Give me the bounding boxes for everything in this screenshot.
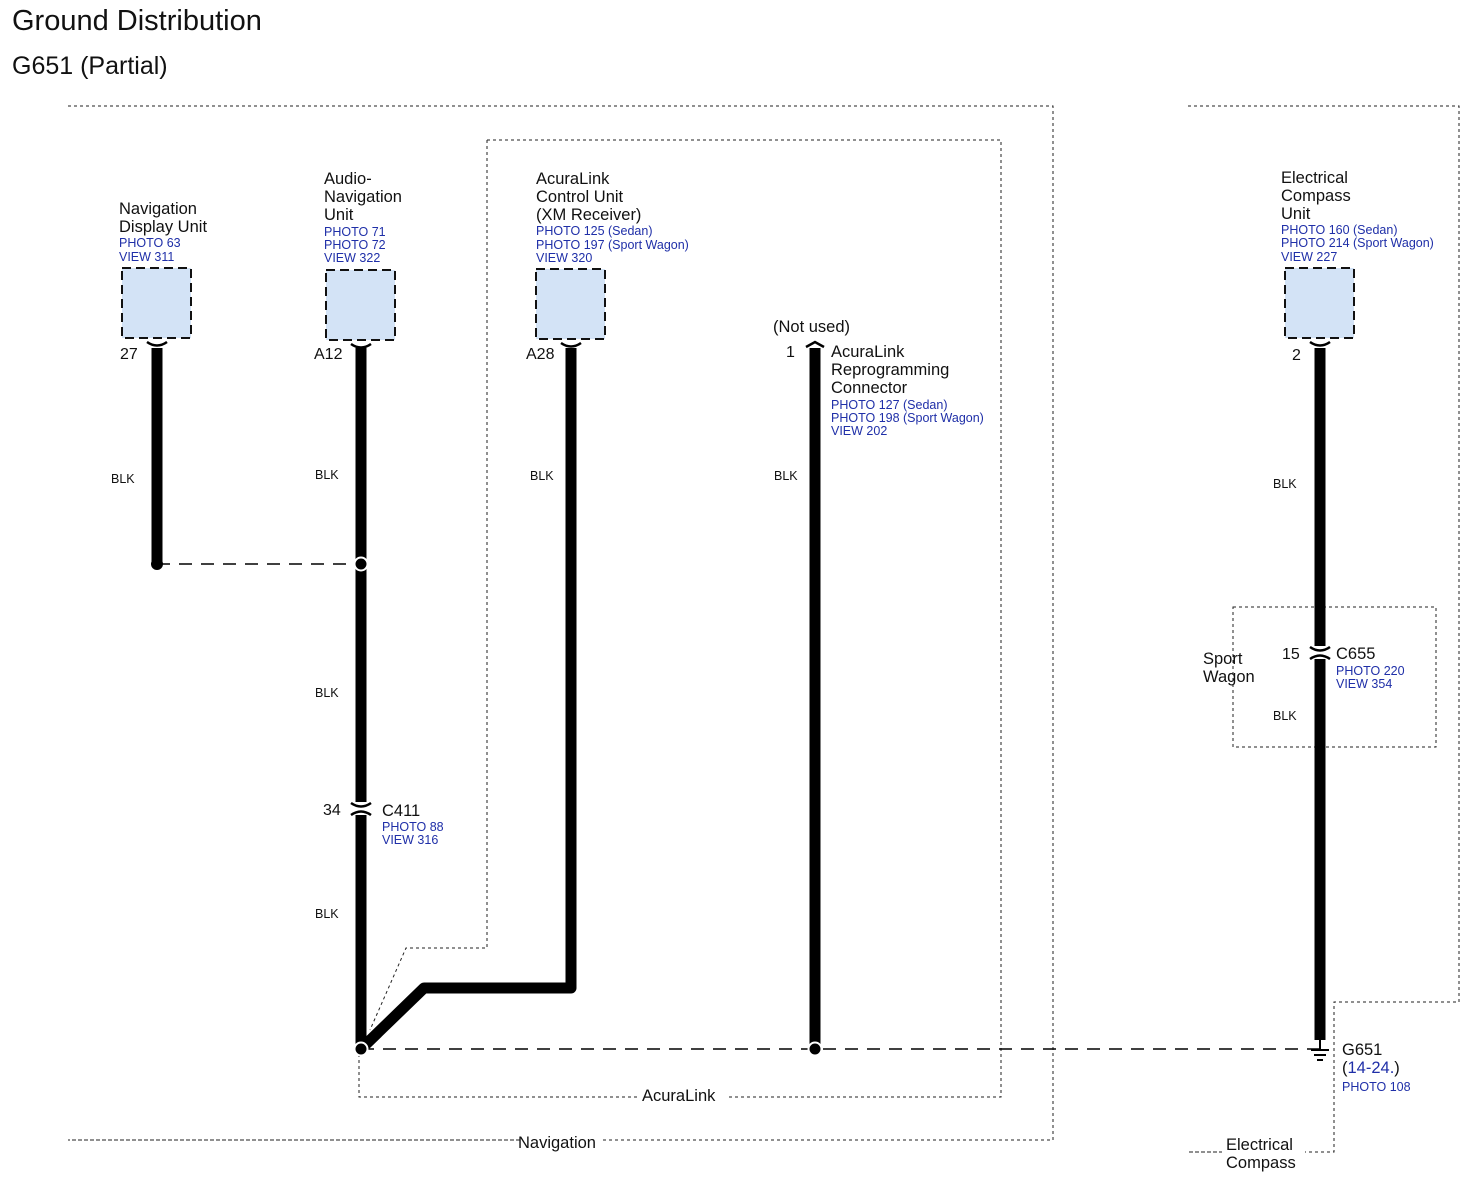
connector-pin: 34	[323, 802, 341, 819]
photo-ref-link[interactable]: PHOTO 197 (Sport Wagon)	[536, 238, 689, 252]
connector-c655: 15 C655 PHOTO 220 VIEW 354	[1282, 645, 1405, 691]
acuralink-area-boundary: AcuraLink	[358, 139, 1002, 1105]
page-reference-link[interactable]: 14-24.	[1348, 1059, 1395, 1077]
photo-ref-link[interactable]: PHOTO 72	[324, 238, 386, 252]
connector-box	[121, 267, 192, 339]
page-subtitle: G651 (Partial)	[12, 52, 168, 80]
terminal-icon	[560, 341, 582, 348]
view-ref-link[interactable]: VIEW 320	[536, 251, 592, 265]
photo-ref-link[interactable]: PHOTO 71	[324, 225, 386, 239]
sport-wagon-label-line2: Wagon	[1203, 668, 1255, 686]
pin-number: 1	[786, 344, 795, 361]
component-name: Display Unit	[119, 218, 207, 236]
photo-ref-link[interactable]: PHOTO 127 (Sedan)	[831, 398, 948, 412]
wire-color-label: BLK	[315, 907, 339, 921]
view-ref-link[interactable]: VIEW 316	[382, 833, 438, 847]
terminal-icon	[146, 340, 168, 347]
ground-g651: G651 (14-24.) PHOTO 108	[1342, 1041, 1411, 1094]
electrical-compass-area-boundary: Electrical Compass	[1188, 105, 1460, 1172]
component-name: Control Unit	[536, 188, 624, 206]
component-name: Compass	[1281, 187, 1351, 205]
terminal-icon	[805, 340, 825, 349]
component-name: Navigation	[119, 200, 197, 218]
splice-dot	[353, 1041, 369, 1057]
view-ref-link[interactable]: VIEW 354	[1336, 677, 1392, 691]
electrical-compass-label-line2: Compass	[1226, 1154, 1296, 1172]
ground-icon	[1311, 1040, 1329, 1061]
terminal-icon	[1309, 340, 1331, 347]
wire-color-label: BLK	[774, 469, 798, 483]
component-name: Unit	[324, 206, 354, 224]
component-name: AcuraLink	[831, 343, 905, 361]
pin-number: 27	[120, 346, 138, 363]
pin-number: A28	[526, 346, 555, 363]
connector-box	[325, 269, 396, 341]
component-name: Unit	[1281, 205, 1311, 223]
wire-color-label: BLK	[111, 472, 135, 486]
acuralink-reprogramming-connector: (Not used) 1 AcuraLink Reprogramming Con…	[773, 318, 984, 438]
component-name: Electrical	[1281, 169, 1348, 187]
splice-dot	[151, 558, 163, 570]
audio-navigation-unit: Audio- Navigation Unit PHOTO 71 PHOTO 72…	[314, 170, 402, 363]
pin-number: 2	[1292, 347, 1301, 364]
view-ref-link[interactable]: VIEW 227	[1281, 250, 1337, 264]
electrical-compass-unit: Electrical Compass Unit PHOTO 160 (Sedan…	[1281, 169, 1434, 364]
navigation-display-unit: Navigation Display Unit PHOTO 63 VIEW 31…	[119, 200, 207, 363]
wire-color-label: BLK	[315, 468, 339, 482]
component-name: Reprogramming	[831, 361, 949, 379]
page-reference: (14-24.)	[1342, 1059, 1400, 1077]
sport-wagon-area-boundary: Sport Wagon	[1203, 606, 1437, 748]
photo-ref-link[interactable]: PHOTO 125 (Sedan)	[536, 224, 653, 238]
component-name: Navigation	[324, 188, 402, 206]
component-name: AcuraLink	[536, 170, 610, 188]
sport-wagon-label-line1: Sport	[1203, 650, 1243, 668]
photo-ref-link[interactable]: PHOTO 220	[1336, 664, 1405, 678]
connector-box	[535, 268, 606, 340]
wire-color-label: BLK	[315, 686, 339, 700]
acuralink-control-unit: AcuraLink Control Unit (XM Receiver) PHO…	[526, 170, 689, 363]
connector-box	[1284, 267, 1355, 339]
view-ref-link[interactable]: VIEW 311	[119, 250, 174, 264]
component-name: Audio-	[324, 170, 372, 188]
component-name: (XM Receiver)	[536, 206, 641, 224]
electrical-compass-label-line1: Electrical	[1226, 1136, 1293, 1154]
photo-ref-link[interactable]: PHOTO 214 (Sport Wagon)	[1281, 236, 1434, 250]
wire-color-label: BLK	[1273, 709, 1297, 723]
wire-color-label: BLK	[530, 469, 554, 483]
photo-ref-link[interactable]: PHOTO 108	[1342, 1080, 1411, 1094]
navigation-area-boundary: Navigation	[68, 105, 1054, 1152]
not-used-note: (Not used)	[773, 318, 850, 336]
c411-connector-symbol	[350, 801, 372, 817]
wire-color-label: BLK	[1273, 477, 1297, 491]
c655-connector-symbol	[1309, 645, 1331, 661]
photo-ref-link[interactable]: PHOTO 88	[382, 820, 444, 834]
photo-ref-link[interactable]: PHOTO 198 (Sport Wagon)	[831, 411, 984, 425]
wire-acuralink-control	[357, 348, 577, 1053]
connector-pin: 15	[1282, 646, 1300, 663]
page-title: Ground Distribution	[12, 5, 262, 37]
splice-dot	[807, 1041, 823, 1057]
view-ref-link[interactable]: VIEW 202	[831, 424, 887, 438]
photo-ref-link[interactable]: PHOTO 160 (Sedan)	[1281, 223, 1398, 237]
acuralink-area-label: AcuraLink	[642, 1087, 716, 1105]
connector-c411: 34 C411 PHOTO 88 VIEW 316	[323, 802, 444, 847]
component-name: Connector	[831, 379, 908, 397]
connector-name: C411	[382, 802, 420, 820]
photo-ref-link[interactable]: PHOTO 63	[119, 236, 181, 250]
view-ref-link[interactable]: VIEW 322	[324, 251, 380, 265]
splice-dot	[353, 556, 369, 572]
pin-number: A12	[314, 346, 343, 363]
navigation-area-label: Navigation	[518, 1134, 596, 1152]
ground-name: G651	[1342, 1041, 1382, 1059]
terminal-icon	[350, 342, 372, 349]
connector-name: C655	[1336, 645, 1375, 663]
